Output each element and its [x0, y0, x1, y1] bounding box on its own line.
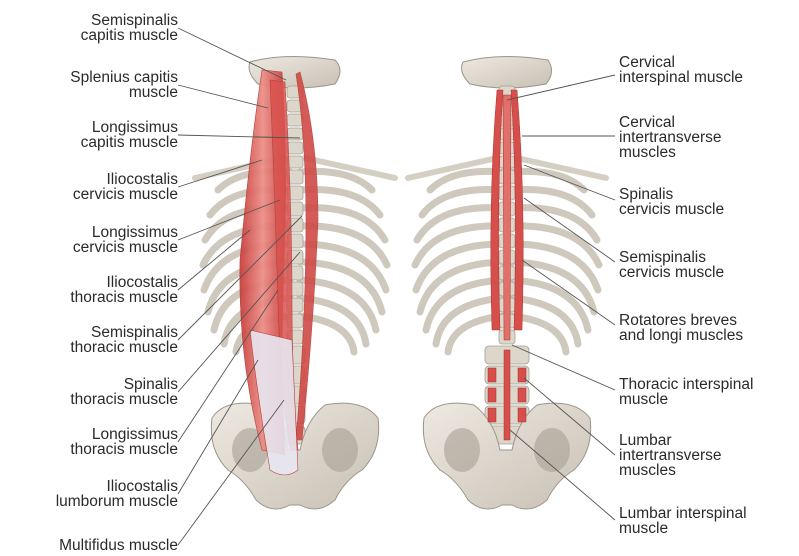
label-thoracic-interspinal: Thoracic interspinal muscle: [619, 377, 753, 407]
label-line: interspinal muscle: [619, 70, 743, 85]
label-line: cervicis muscle: [619, 202, 724, 217]
label-rotatores: Rotatores breves and longi muscles: [619, 313, 743, 343]
label-spinalis-cervicis: Spinalis cervicis muscle: [619, 187, 724, 217]
label-spinalis-thoracis: Spinalis thoracis muscle: [70, 377, 178, 407]
label-line: and longi muscles: [619, 328, 743, 343]
label-line: cervicis muscle: [73, 240, 178, 255]
label-line: intertransverse: [619, 448, 722, 463]
label-line: Semispinalis: [70, 325, 178, 340]
label-line: Spinalis: [70, 377, 178, 392]
label-line: capitis muscle: [81, 28, 178, 43]
label-line: Semispinalis: [81, 13, 178, 28]
label-line: cervicis muscle: [73, 187, 178, 202]
leader-line: [178, 230, 250, 290]
label-line: capitis muscle: [81, 135, 178, 150]
label-line: intertransverse: [619, 130, 722, 145]
label-line: Splenius capitis: [70, 70, 178, 85]
label-line: muscle: [70, 85, 178, 100]
label-line: Iliocostalis: [70, 275, 178, 290]
right-figure: [408, 56, 606, 509]
label-line: Longissimus: [73, 225, 178, 240]
label-line: muscle: [619, 521, 747, 536]
label-line: thoracis muscle: [70, 290, 178, 305]
label-line: Longissimus: [81, 120, 178, 135]
leader-line: [178, 28, 286, 80]
label-semispinalis-cervicis: Semispinalis cervicis muscle: [619, 250, 724, 280]
label-iliocostalis-lumborum: Iliocostalis lumborum muscle: [56, 479, 178, 509]
label-line: thoracis muscle: [70, 442, 178, 457]
label-line: thoracis muscle: [70, 392, 178, 407]
label-cervical-intertransverse: Cervical intertransverse muscles: [619, 115, 722, 160]
label-line: Cervical: [619, 55, 743, 70]
label-line: muscle: [619, 392, 753, 407]
label-semispinalis-thoracic: Semispinalis thoracic muscle: [70, 325, 178, 355]
label-cervical-interspinal: Cervical interspinal muscle: [619, 55, 743, 85]
left-figure: [195, 56, 395, 509]
label-line: Iliocostalis: [73, 172, 178, 187]
label-line: thoracic muscle: [70, 340, 178, 355]
label-line: Lumbar: [619, 433, 722, 448]
label-longissimus-capitis: Longissimus capitis muscle: [81, 120, 178, 150]
label-line: muscles: [619, 463, 722, 478]
label-line: Multifidus muscle: [59, 538, 178, 553]
label-semispinalis-capitis: Semispinalis capitis muscle: [81, 13, 178, 43]
label-line: Semispinalis: [619, 250, 724, 265]
label-longissimus-cervicis: Longissimus cervicis muscle: [73, 225, 178, 255]
label-line: Lumbar interspinal: [619, 506, 747, 521]
leader-line: [522, 260, 615, 325]
label-longissimus-thoracis: Longissimus thoracis muscle: [70, 427, 178, 457]
label-line: Rotatores breves: [619, 313, 743, 328]
label-iliocostalis-thoracis: Iliocostalis thoracis muscle: [70, 275, 178, 305]
label-line: Spinalis: [619, 187, 724, 202]
label-line: Iliocostalis: [56, 479, 178, 494]
label-line: cervicis muscle: [619, 265, 724, 280]
right-skull-base: [462, 56, 552, 88]
label-multifidus: Multifidus muscle: [59, 538, 178, 553]
label-lumbar-interspinal: Lumbar interspinal muscle: [619, 506, 747, 536]
label-iliocostalis-cervicis: Iliocostalis cervicis muscle: [73, 172, 178, 202]
label-line: Cervical: [619, 115, 722, 130]
leader-line: [178, 85, 268, 108]
label-line: muscles: [619, 145, 722, 160]
label-line: lumborum muscle: [56, 494, 178, 509]
label-line: Longissimus: [70, 427, 178, 442]
label-line: Thoracic interspinal: [619, 377, 753, 392]
label-lumbar-intertransverse: Lumbar intertransverse muscles: [619, 433, 722, 478]
label-splenius-capitis: Splenius capitis muscle: [70, 70, 178, 100]
